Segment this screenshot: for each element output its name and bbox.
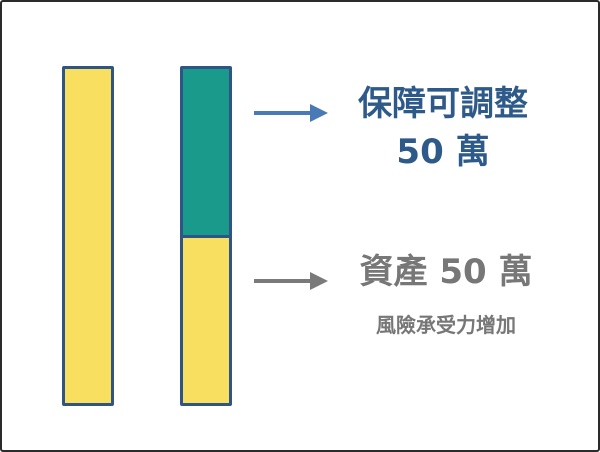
lower-label-subtitle: 風險承受力增加 xyxy=(376,313,516,337)
right-bar-yellow-segment xyxy=(183,238,229,403)
lower-label-title: 資產 50 萬 xyxy=(359,252,533,292)
upper-label-title: 保障可調整 xyxy=(358,84,528,124)
gray-arrow-icon xyxy=(254,272,328,290)
blue-arrow-icon xyxy=(254,104,328,122)
left-bar-yellow-segment xyxy=(65,69,111,403)
right-bar-teal-segment xyxy=(183,69,229,236)
right-bar-divider xyxy=(183,235,229,238)
right-bar xyxy=(180,66,232,406)
upper-label-subtitle: 50 萬 xyxy=(396,132,490,172)
left-bar xyxy=(62,66,114,406)
